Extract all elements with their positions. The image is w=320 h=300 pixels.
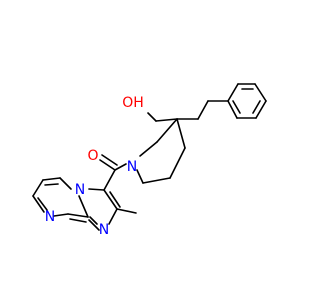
bond [32,179,44,197]
bond [227,83,239,102]
bond [169,147,186,179]
bond [88,219,100,231]
bond [78,195,89,218]
imidazole-nitrogen-label: N [99,222,109,238]
bond [254,83,267,102]
bond [252,100,261,114]
bonds [32,83,267,231]
bond [89,216,98,225]
bond [69,218,87,223]
bond [136,169,144,184]
bond [114,163,127,171]
bond [32,195,45,213]
bond [156,118,178,143]
bond [176,118,186,149]
atom-labels: OH O N N N N [45,95,144,238]
bond [232,100,241,114]
bond [109,191,121,208]
bond [139,141,158,157]
bond [103,169,116,191]
bond [44,183,59,186]
bond [227,100,238,119]
bond [37,197,48,211]
molecule-structure: OH O N N N N [32,83,267,238]
bond [67,213,89,218]
bond [99,159,116,171]
hydroxyl-label: OH [122,95,144,111]
bond [197,100,209,120]
bond [108,208,118,225]
bond [116,208,137,214]
molecule-canvas: OH O N N N N [32,83,267,238]
bond [53,213,69,217]
bond [42,177,61,181]
bond [255,100,267,119]
pyrimidine-nitrogen-label: N [45,209,55,225]
bond [101,154,118,166]
bond [155,118,178,122]
bond [59,177,72,190]
bond [103,189,118,210]
bond [147,112,157,122]
carbonyl-oxygen-label: O [87,148,98,164]
piperidine-nitrogen-label: N [127,159,137,175]
bond [142,177,171,184]
bridgehead-nitrogen-label: N [75,182,85,198]
bond [88,188,105,191]
